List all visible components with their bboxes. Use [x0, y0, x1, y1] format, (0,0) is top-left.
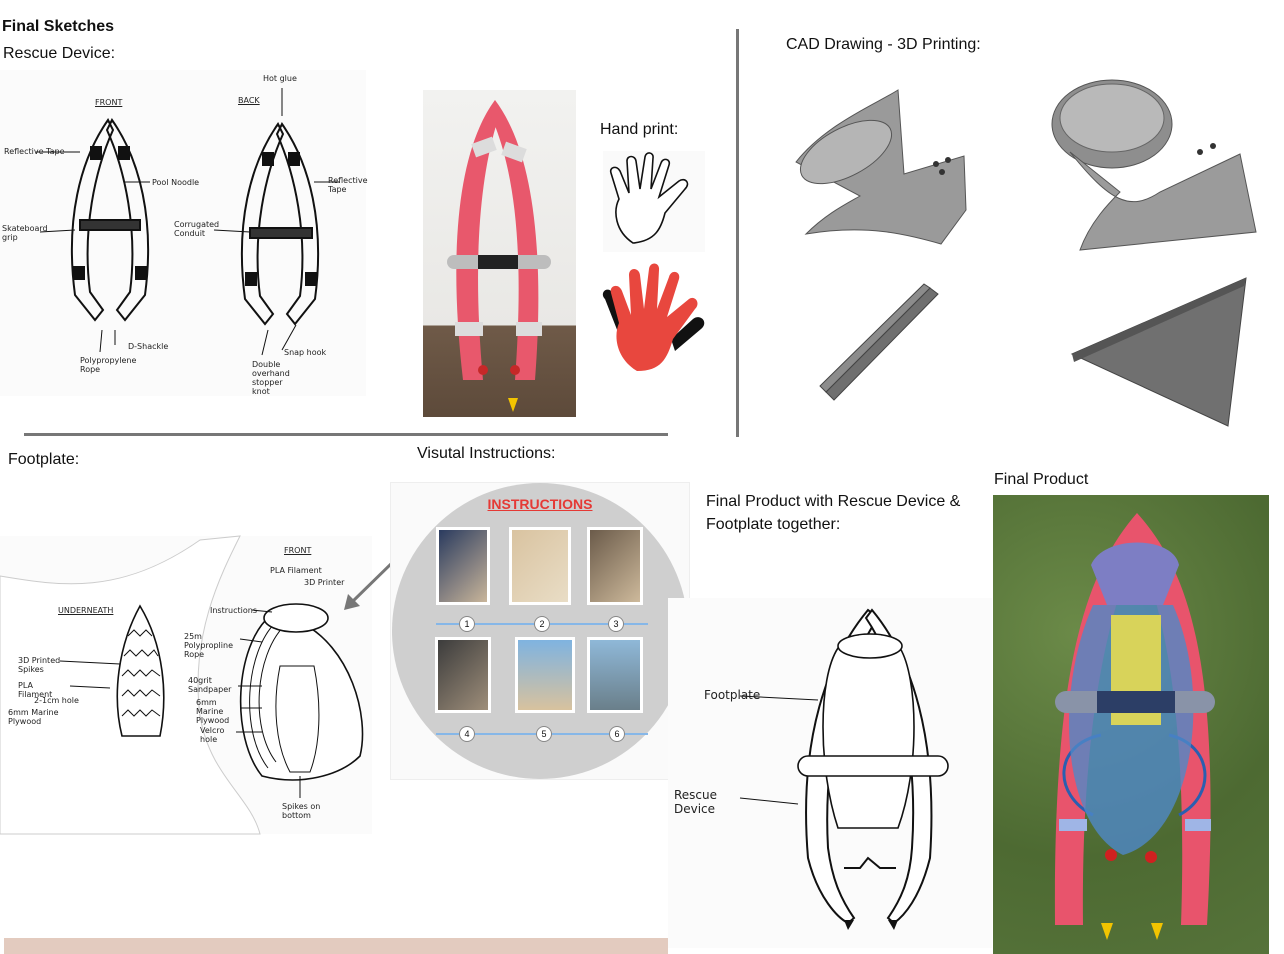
snap-hook-label: Snap hook: [284, 348, 327, 357]
velcro-label: Velcro hole: [200, 726, 225, 744]
marine-plywood2-label: 6mm Marine Plywood: [196, 698, 230, 725]
step-photo-4: [435, 637, 491, 713]
page-title: Final Sketches: [2, 18, 115, 35]
together-sketch: Footplate Rescue Device: [668, 598, 992, 948]
cad-render-2: [1051, 79, 1257, 251]
pool-noodle-label: Pool Noodle: [152, 178, 200, 187]
instructions-panel: INSTRUCTIONS 1 2 3 4 5 6: [390, 482, 690, 780]
cad-render-spike-strip: [819, 283, 939, 401]
d-shackle-label: D-Shackle: [128, 342, 169, 351]
step-number-3: 3: [608, 616, 624, 632]
polypropylene-rope-label: Polypropylene Rope: [80, 356, 137, 374]
cad-render-spike-plate: [1070, 277, 1247, 427]
cad-heading: CAD Drawing - 3D Printing:: [786, 36, 981, 53]
footplate-drawing: [0, 535, 364, 835]
cad-render-1: [795, 89, 967, 245]
visual-instructions-heading: Visutal Instructions:: [417, 445, 556, 462]
together-heading-line1: Final Product with Rescue Device &: [706, 493, 961, 510]
step-number-4: 4: [459, 726, 475, 742]
final-product-photo: [993, 495, 1269, 954]
step-photo-5: [515, 637, 575, 713]
front-label: FRONT: [95, 98, 123, 107]
double-overhand-label: Double overhand stopper knot: [252, 360, 290, 396]
together-footplate-label: Footplate: [704, 688, 761, 702]
step-number-2: 2: [534, 616, 550, 632]
together-rescue-device-label: Rescue Device: [674, 788, 718, 816]
footplate-front-label: FRONT: [284, 546, 312, 555]
outline-hand-icon: [609, 152, 689, 244]
step-number-6: 6: [609, 726, 625, 742]
instructions-title: INSTRUCTIONS: [487, 496, 593, 512]
hot-glue-label: Hot glue: [263, 74, 297, 83]
step-photo-6: [587, 637, 643, 713]
step-number-1: 1: [459, 616, 475, 632]
rescue-device-photo: [423, 90, 576, 417]
rescue-device-sketch: FRONT BACK Hot glue Reflective Tape Pool…: [0, 70, 368, 396]
skateboard-grip-label: Skateboard grip: [2, 224, 48, 242]
hole-label: 2-1cm hole: [34, 696, 79, 705]
rescue-device-photo-drawing: [447, 100, 551, 412]
footplate-heading: Footplate:: [8, 451, 80, 468]
reflective-tape-left-label: Reflective Tape: [4, 147, 65, 156]
instructions-label: Instructions: [210, 606, 257, 615]
final-product-heading: Final Product: [994, 471, 1089, 488]
rope-label: 25m Polypropline Rope: [184, 632, 233, 659]
marine-plywood-label: 6mm Marine Plywood: [8, 708, 59, 726]
footplate-sketch: UNDERNEATH FRONT PLA Filament 3D Printer…: [0, 535, 372, 835]
hand-print-heading: Hand print:: [600, 121, 679, 138]
vertical-divider: [736, 29, 739, 437]
rescue-heading: Rescue Device:: [3, 45, 116, 62]
step-photo-2: [509, 527, 571, 605]
underneath-label: UNDERNEATH: [58, 606, 114, 615]
pla-filament-top-label: PLA Filament: [270, 566, 322, 575]
printer-label: 3D Printer: [304, 578, 345, 587]
hand-print-outline: [603, 151, 705, 252]
red-hand-icon: [602, 263, 705, 371]
together-heading-line2: Footplate together:: [706, 516, 841, 533]
final-product-drawing: [1054, 513, 1215, 940]
spikes-label: 3D Printed Spikes: [18, 656, 61, 674]
horizontal-divider: [24, 433, 668, 436]
together-drawing: [739, 608, 949, 930]
rescue-device-drawing: [36, 88, 340, 356]
spikes-bottom-label: Spikes on bottom: [282, 802, 321, 820]
sandpaper-label: 40grit Sandpaper: [188, 676, 232, 694]
bottom-bar: [4, 938, 668, 954]
step-photo-3: [587, 527, 643, 605]
pla-filament-label: PLA Filament: [18, 681, 53, 699]
hand-print-colour: [597, 259, 717, 379]
corrugated-conduit-label: Corrugated Conduit: [174, 220, 220, 238]
step-number-5: 5: [536, 726, 552, 742]
back-label: BACK: [238, 96, 260, 105]
step-photo-1: [436, 527, 490, 605]
reflective-tape-right-label: Reflective Tape: [328, 176, 368, 194]
